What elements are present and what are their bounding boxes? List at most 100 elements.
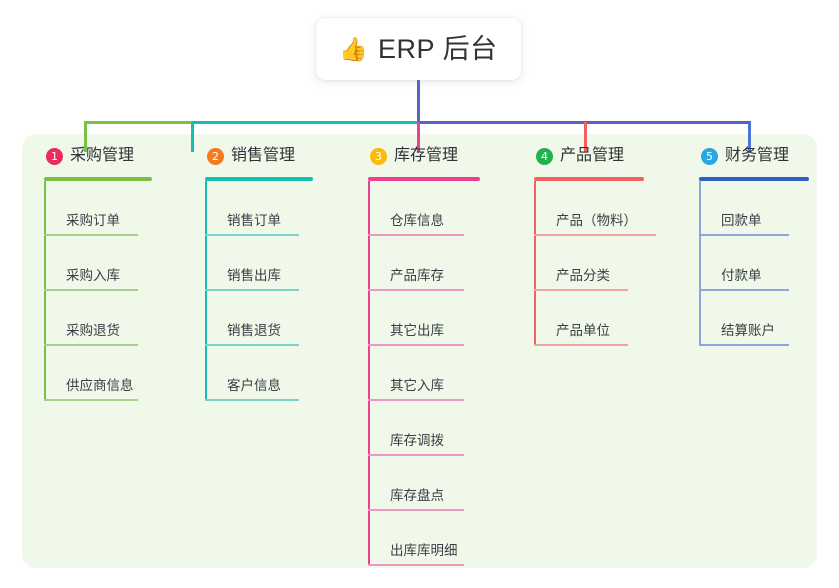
- leaf-rule: [368, 344, 464, 346]
- leaf-item[interactable]: 销售出库: [205, 236, 355, 291]
- branch-header-4[interactable]: 4 产品管理: [534, 142, 704, 170]
- leaf-rule: [534, 234, 656, 236]
- branch-title-1: 采购管理: [70, 147, 135, 164]
- leaf-rule: [699, 289, 789, 291]
- branch-badge-1: 1: [46, 147, 63, 165]
- branch-badge-2: 2: [207, 147, 224, 165]
- leaf-item[interactable]: 采购退货: [44, 291, 194, 346]
- leaf-rule: [699, 234, 789, 236]
- branch-badge-4: 4: [536, 147, 553, 165]
- leaf-rule: [368, 234, 464, 236]
- branch-header-3[interactable]: 3 库存管理: [368, 142, 528, 170]
- leaf-label: 其它出库: [390, 322, 444, 338]
- branch-badge-3: 3: [370, 147, 387, 165]
- leaf-rule: [44, 289, 138, 291]
- branch-title-2: 销售管理: [231, 147, 296, 164]
- leaf-rule: [368, 289, 464, 291]
- root-node-title: ERP 后台: [378, 33, 498, 64]
- leaf-label: 供应商信息: [66, 377, 134, 393]
- branch-leaves-4: 产品（物料） 产品分类 产品单位: [534, 181, 704, 346]
- branch-rule-5: [699, 177, 809, 181]
- leaf-rule: [368, 564, 464, 566]
- leaf-item[interactable]: 销售退货: [205, 291, 355, 346]
- root-node-card[interactable]: 👍 ERP 后台: [316, 18, 521, 80]
- leaf-item[interactable]: 供应商信息: [44, 346, 194, 401]
- leaf-rule: [368, 399, 464, 401]
- leaf-rule: [368, 509, 464, 511]
- branch-title-3: 库存管理: [394, 147, 459, 164]
- leaf-item[interactable]: 产品分类: [534, 236, 704, 291]
- leaf-rule: [44, 344, 138, 346]
- leaf-label: 结算账户: [721, 322, 775, 338]
- leaf-label: 库存盘点: [390, 487, 444, 503]
- branch-leaves-2: 销售订单 销售出库 销售退货 客户信息: [205, 181, 355, 401]
- branch-header-2[interactable]: 2 销售管理: [205, 142, 355, 170]
- leaf-item[interactable]: 产品单位: [534, 291, 704, 346]
- leaf-item[interactable]: 采购订单: [44, 181, 194, 236]
- branch-rule-4: [534, 177, 644, 181]
- branch-spine-1: [44, 181, 46, 401]
- leaf-label: 出库库明细: [390, 542, 458, 558]
- branch-rule-3: [368, 177, 480, 181]
- branch-header-1[interactable]: 1 采购管理: [44, 142, 194, 170]
- leaf-rule: [368, 454, 464, 456]
- leaf-label: 库存调拨: [390, 432, 444, 448]
- leaf-label: 销售订单: [227, 212, 281, 228]
- leaf-rule: [534, 289, 628, 291]
- branch-column-4: 4 产品管理 产品（物料） 产品分类 产品单位: [534, 142, 704, 346]
- leaf-item[interactable]: 其它出库: [368, 291, 528, 346]
- leaf-item[interactable]: 仓库信息: [368, 181, 528, 236]
- branch-leaves-3: 仓库信息 产品库存 其它出库 其它入库 库存调拨 库存盘点: [368, 181, 528, 566]
- leaf-item[interactable]: 其它入库: [368, 346, 528, 401]
- leaf-item[interactable]: 出库库明细: [368, 511, 528, 566]
- leaf-label: 客户信息: [227, 377, 281, 393]
- leaf-label: 采购入库: [66, 267, 120, 283]
- leaf-label: 产品单位: [556, 322, 610, 338]
- branch-column-5: 5 财务管理 回款单 付款单 结算账户: [699, 142, 839, 346]
- leaf-label: 采购退货: [66, 322, 120, 338]
- leaf-rule: [44, 234, 138, 236]
- branch-rule-2: [205, 177, 313, 181]
- branch-spine-2: [205, 181, 207, 401]
- leaf-item[interactable]: 结算账户: [699, 291, 839, 346]
- leaf-rule: [205, 344, 299, 346]
- leaf-item[interactable]: 产品库存: [368, 236, 528, 291]
- branch-spine-4: [534, 181, 536, 346]
- leaf-item[interactable]: 客户信息: [205, 346, 355, 401]
- leaf-item[interactable]: 付款单: [699, 236, 839, 291]
- leaf-rule: [699, 344, 789, 346]
- leaf-label: 其它入库: [390, 377, 444, 393]
- leaf-label: 采购订单: [66, 212, 120, 228]
- leaf-rule: [205, 234, 299, 236]
- leaf-label: 付款单: [721, 267, 762, 283]
- leaf-item[interactable]: 库存盘点: [368, 456, 528, 511]
- leaf-label: 产品库存: [390, 267, 444, 283]
- leaf-item[interactable]: 库存调拨: [368, 401, 528, 456]
- branches-panel: [22, 134, 817, 568]
- leaf-label: 回款单: [721, 212, 762, 228]
- branch-leaves-5: 回款单 付款单 结算账户: [699, 181, 839, 346]
- leaf-item[interactable]: 产品（物料）: [534, 181, 704, 236]
- branch-title-5: 财务管理: [725, 147, 790, 164]
- branch-spine-3: [368, 181, 370, 566]
- leaf-label: 销售出库: [227, 267, 281, 283]
- leaf-rule: [44, 399, 138, 401]
- leaf-label: 产品（物料）: [556, 212, 637, 228]
- branch-column-2: 2 销售管理 销售订单 销售出库 销售退货 客户信息: [205, 142, 355, 401]
- leaf-label: 产品分类: [556, 267, 610, 283]
- leaf-rule: [205, 399, 299, 401]
- leaf-rule: [205, 289, 299, 291]
- leaf-item[interactable]: 采购入库: [44, 236, 194, 291]
- branch-column-3: 3 库存管理 仓库信息 产品库存 其它出库 其它入库 库存调拨: [368, 142, 528, 566]
- leaf-item[interactable]: 回款单: [699, 181, 839, 236]
- leaf-label: 仓库信息: [390, 212, 444, 228]
- leaf-item[interactable]: 销售订单: [205, 181, 355, 236]
- branch-badge-5: 5: [701, 147, 718, 165]
- leaf-rule: [534, 344, 628, 346]
- root-node-content: 👍 ERP 后台: [339, 33, 498, 64]
- branch-header-5[interactable]: 5 财务管理: [699, 142, 839, 170]
- branch-column-1: 1 采购管理 采购订单 采购入库 采购退货 供应商信息: [44, 142, 194, 401]
- thumbs-up-icon: 👍: [339, 35, 369, 62]
- leaf-label: 销售退货: [227, 322, 281, 338]
